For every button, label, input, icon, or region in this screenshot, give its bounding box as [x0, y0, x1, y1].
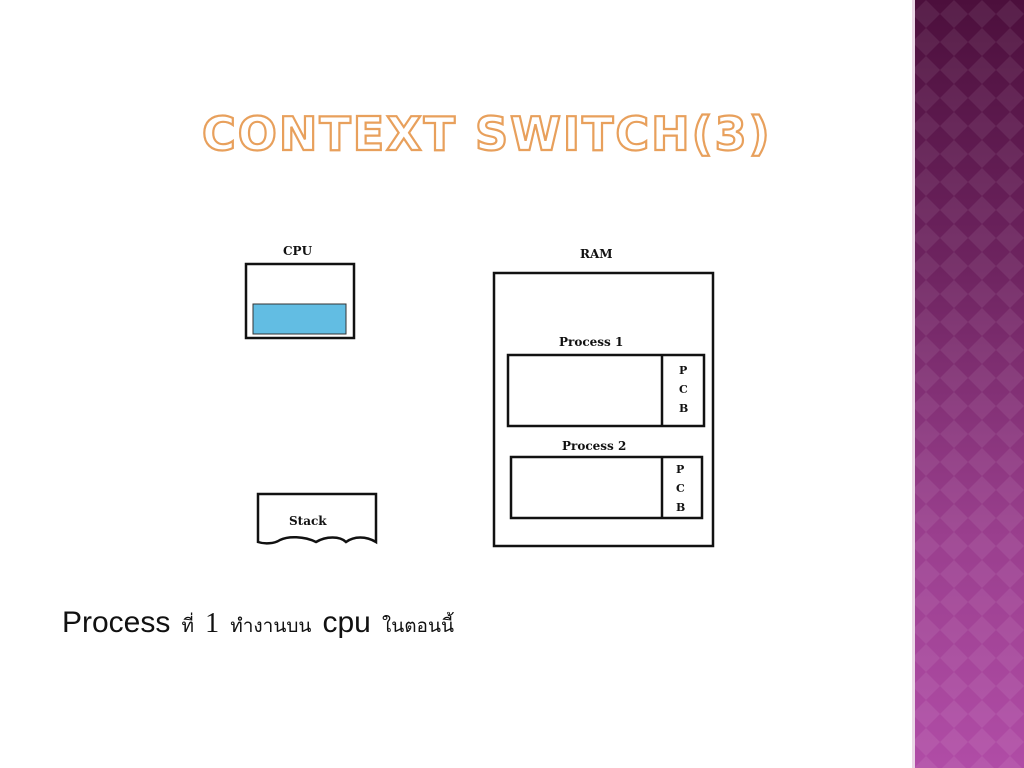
process-2-label: Process 2 [562, 439, 626, 453]
cpu-label: CPU [283, 244, 313, 258]
caption-cpu-word: cpu [322, 606, 371, 639]
ram-label: RAM [580, 247, 613, 261]
process-1-block [506, 353, 706, 428]
process-2-pcb-b: B [676, 501, 685, 514]
process-2-pcb-c: C [676, 482, 685, 495]
context-switch-diagram: CPU RAM Process 1 P C B Process 2 P C B … [244, 244, 715, 548]
cpu-register [252, 303, 347, 335]
process-2-block [509, 455, 704, 520]
caption-thai-now: ในตอนนี้ [381, 615, 454, 637]
process-1-pcb-c: C [679, 383, 688, 396]
caption-thai-running-on: ทำงานบน [230, 615, 312, 637]
slide-title: CONTEXT SWITCH(3) [201, 106, 771, 162]
diamond-pattern [912, 0, 1024, 768]
slide-title-text: CONTEXT SWITCH(3) [202, 107, 772, 161]
caption-thai-prefix: ที่ [181, 615, 194, 637]
caption-process-word: Process [62, 606, 171, 639]
decorative-side-band [912, 0, 1024, 768]
stack-label: Stack [289, 514, 327, 528]
stack-shape [256, 492, 378, 545]
side-band-edge [912, 0, 915, 768]
caption: Process ที่ 1 ทำงานบน cpu ในตอนนี้ [62, 606, 460, 641]
process-1-pcb-b: B [679, 402, 688, 415]
process-1-label: Process 1 [559, 335, 623, 349]
process-1-pcb-p: P [679, 364, 687, 377]
process-2-pcb-p: P [676, 463, 684, 476]
caption-number: 1 [205, 608, 220, 639]
